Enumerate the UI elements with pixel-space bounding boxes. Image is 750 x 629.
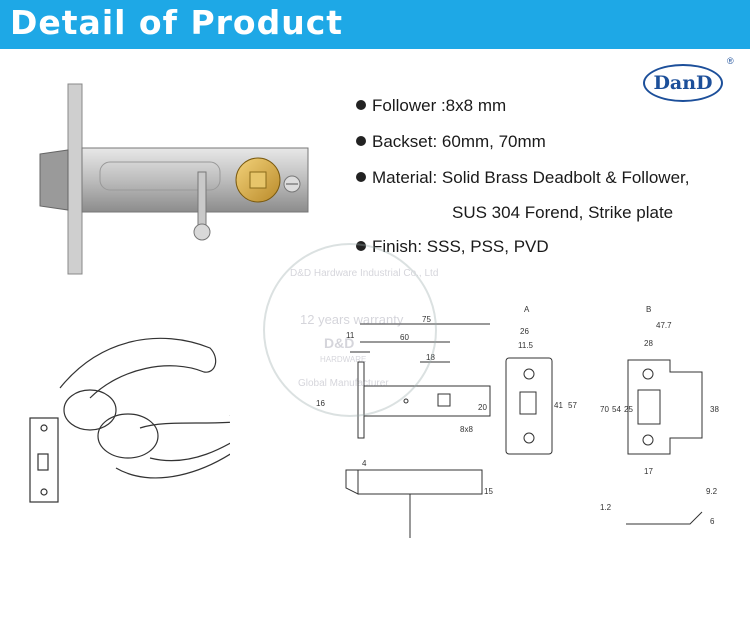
dim-18: 18 <box>426 353 435 362</box>
bullet-icon <box>356 100 366 110</box>
dim-28: 28 <box>644 339 653 348</box>
dim-26: 26 <box>520 327 529 336</box>
dim-70: 70 <box>600 405 609 414</box>
dim-9-2: 9.2 <box>706 487 718 496</box>
dim-15: 15 <box>484 487 493 496</box>
watermark-seal: D&D Hardware Industrial Co., Ltd 12 year… <box>263 243 438 417</box>
watermark-arc-bottom: Global Manufacturer <box>298 378 389 389</box>
dim-20: 20 <box>478 403 487 412</box>
dim-57: 57 <box>568 401 577 410</box>
dim-17: 17 <box>644 467 653 476</box>
dim-8x8: 8x8 <box>460 425 473 434</box>
spec-follower: Follower :8x8 mm <box>356 96 506 116</box>
page-title: Detail of Product <box>10 3 344 42</box>
bullet-icon <box>356 241 366 251</box>
dim-11: 11 <box>346 331 355 340</box>
dim-11-5: 11.5 <box>518 341 534 350</box>
registered-mark: ® <box>727 56 734 66</box>
spec-material-cont: SUS 304 Forend, Strike plate <box>452 203 674 222</box>
dim-25: 25 <box>624 405 633 414</box>
dim-41: 41 <box>554 401 563 410</box>
header-rule <box>0 48 750 49</box>
dim-1-2: 1.2 <box>600 503 612 512</box>
dim-4: 4 <box>362 459 367 468</box>
dim-6: 6 <box>710 517 715 526</box>
dim-16: 16 <box>316 399 325 408</box>
watermark-arc-top: D&D Hardware Industrial Co., Ltd <box>290 268 438 279</box>
spec-finish: Finish: SSS, PSS, PVD <box>356 237 549 257</box>
brand-logo: DanD <box>643 64 723 102</box>
dim-54: 54 <box>612 405 621 414</box>
watermark-sub: HARDWARE <box>320 355 366 364</box>
label-a: A <box>524 305 530 314</box>
bullet-icon <box>356 136 366 146</box>
dim-38: 38 <box>710 405 719 414</box>
dim-47-7: 47.7 <box>656 321 672 330</box>
latch-photo <box>39 83 309 275</box>
watermark-brand: D&D <box>324 335 354 351</box>
watermark-mid: 12 years warranty <box>300 312 404 327</box>
dim-60: 60 <box>400 333 409 342</box>
technical-drawing: 75 11 60 18 16 20 8x8 4 15 A 26 11.5 41 … <box>316 305 719 538</box>
dim-75: 75 <box>422 315 431 324</box>
bullet-icon <box>356 172 366 182</box>
brand-logo-text: DanD <box>653 72 713 94</box>
label-b: B <box>646 305 651 314</box>
spec-material: Material: Solid Brass Deadbolt & Followe… <box>356 168 689 188</box>
lever-drawing <box>29 337 230 503</box>
spec-backset: Backset: 60mm, 70mm <box>356 132 546 152</box>
header-banner: Detail of Product <box>0 0 750 48</box>
